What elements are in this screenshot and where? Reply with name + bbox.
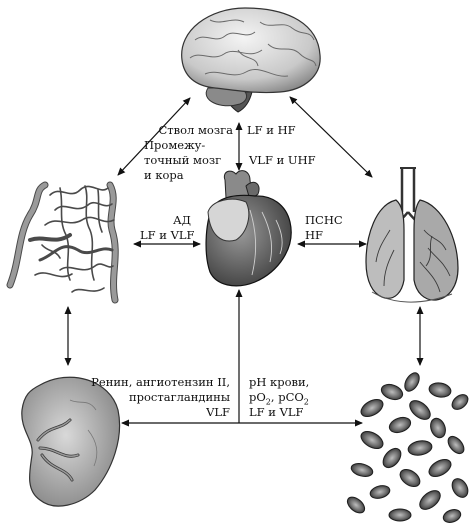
connection-arrows bbox=[64, 96, 424, 427]
label-lf-vlf-blood: LF и VLF bbox=[249, 405, 304, 419]
label-renin-2: простагландины bbox=[128, 390, 230, 404]
label-vlf-uhf: VLF и UHF bbox=[249, 153, 316, 167]
kidney-icon bbox=[21, 376, 121, 507]
label-po2-sub: 2 bbox=[265, 397, 271, 407]
lungs-icon bbox=[365, 167, 459, 303]
label-hf: HF bbox=[305, 228, 324, 242]
label-pco2-sub: 2 bbox=[303, 397, 309, 407]
label-gases: pO2, pCO2 bbox=[249, 390, 309, 407]
arrow-brain-lungs bbox=[289, 96, 373, 178]
label-diencephalon-3: и кора bbox=[144, 168, 184, 182]
vessels-icon bbox=[6, 181, 119, 304]
label-renin-vlf: VLF bbox=[206, 405, 230, 419]
label-lf-hf: LF и HF bbox=[247, 123, 296, 137]
label-ad: АД bbox=[172, 213, 191, 227]
brain-icon bbox=[181, 7, 321, 113]
label-brainstem: Ствол мозга bbox=[158, 123, 233, 137]
label-ph: pH крови, bbox=[249, 375, 310, 389]
label-diencephalon-2: точный мозг bbox=[144, 153, 222, 167]
label-psns: ПСНС bbox=[305, 213, 343, 227]
heart-icon bbox=[205, 170, 292, 287]
label-po2: pO bbox=[249, 390, 266, 404]
arrow-brain-vessels bbox=[117, 97, 191, 176]
label-renin-1: Ренин, ангиотензин II, bbox=[91, 375, 230, 389]
label-lf-vlf-vessels: LF и VLF bbox=[140, 228, 195, 242]
blood-cells-icon bbox=[346, 372, 469, 523]
label-pco2: , pCO bbox=[270, 390, 304, 404]
label-diencephalon-1: Промежу- bbox=[144, 138, 206, 152]
